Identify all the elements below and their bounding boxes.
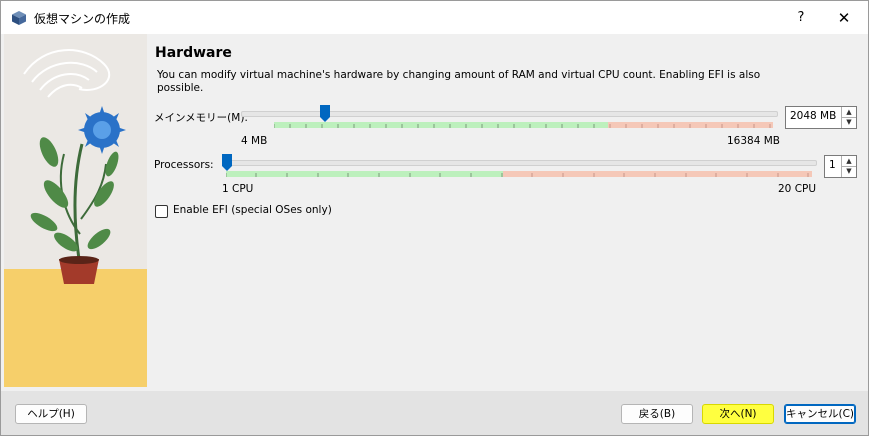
memory-recommended-range <box>274 122 608 128</box>
wizard-illustration <box>4 34 147 387</box>
memory-max-label: 16384 MB <box>727 135 781 147</box>
memory-increment-icon[interactable]: ▲ <box>842 107 856 118</box>
title-bar: 仮想マシンの作成 ? ✕ <box>1 1 868 34</box>
window-title: 仮想マシンの作成 <box>34 12 131 26</box>
memory-slider-handle[interactable] <box>320 105 330 122</box>
memory-ticks <box>274 124 771 128</box>
processors-increment-icon[interactable]: ▲ <box>842 156 856 167</box>
help-button[interactable]: ヘルプ(H) <box>15 404 87 424</box>
back-button[interactable]: 戻る(B) <box>621 404 693 424</box>
page-description: You can modify virtual machine's hardwar… <box>157 69 761 94</box>
efi-label[interactable]: Enable EFI (special OSes only) <box>173 204 332 216</box>
processors-spin-buttons: ▲ ▼ <box>841 156 856 177</box>
processors-slider-handle[interactable] <box>222 154 232 171</box>
memory-value: 2048 MB <box>790 110 837 122</box>
button-bar: ヘルプ(H) 戻る(B) 次へ(N) キャンセル(C) <box>1 391 868 435</box>
help-title-button[interactable]: ? <box>797 10 805 25</box>
processors-spinbox[interactable]: 1 ▲ ▼ <box>824 155 857 178</box>
hardware-page: Hardware You can modify virtual machine'… <box>147 34 867 391</box>
memory-label: メインメモリー(M): <box>154 112 248 124</box>
next-button[interactable]: 次へ(N) <box>702 404 774 424</box>
memory-slider[interactable] <box>241 111 778 117</box>
processors-value: 1 <box>829 159 836 171</box>
processors-min-label: 1 CPU <box>222 183 254 195</box>
close-button[interactable]: ✕ <box>837 9 851 27</box>
processors-warning-range <box>503 171 812 177</box>
processors-slider[interactable] <box>222 160 817 166</box>
processors-label: Processors: <box>154 159 214 171</box>
memory-spinbox[interactable]: 2048 MB ▲ ▼ <box>785 106 857 129</box>
page-title: Hardware <box>155 45 232 61</box>
memory-decrement-icon[interactable]: ▼ <box>846 118 852 126</box>
virtualbox-cube-icon <box>12 11 26 25</box>
cancel-button[interactable]: キャンセル(C) <box>784 404 856 424</box>
memory-min-label: 4 MB <box>241 135 268 147</box>
processors-max-label: 20 CPU <box>778 183 817 195</box>
memory-spin-buttons: ▲ ▼ <box>841 107 856 128</box>
efi-checkbox[interactable] <box>155 205 168 218</box>
processors-decrement-icon[interactable]: ▼ <box>846 167 852 175</box>
processors-recommended-range <box>226 171 503 177</box>
processors-ticks <box>226 173 809 177</box>
